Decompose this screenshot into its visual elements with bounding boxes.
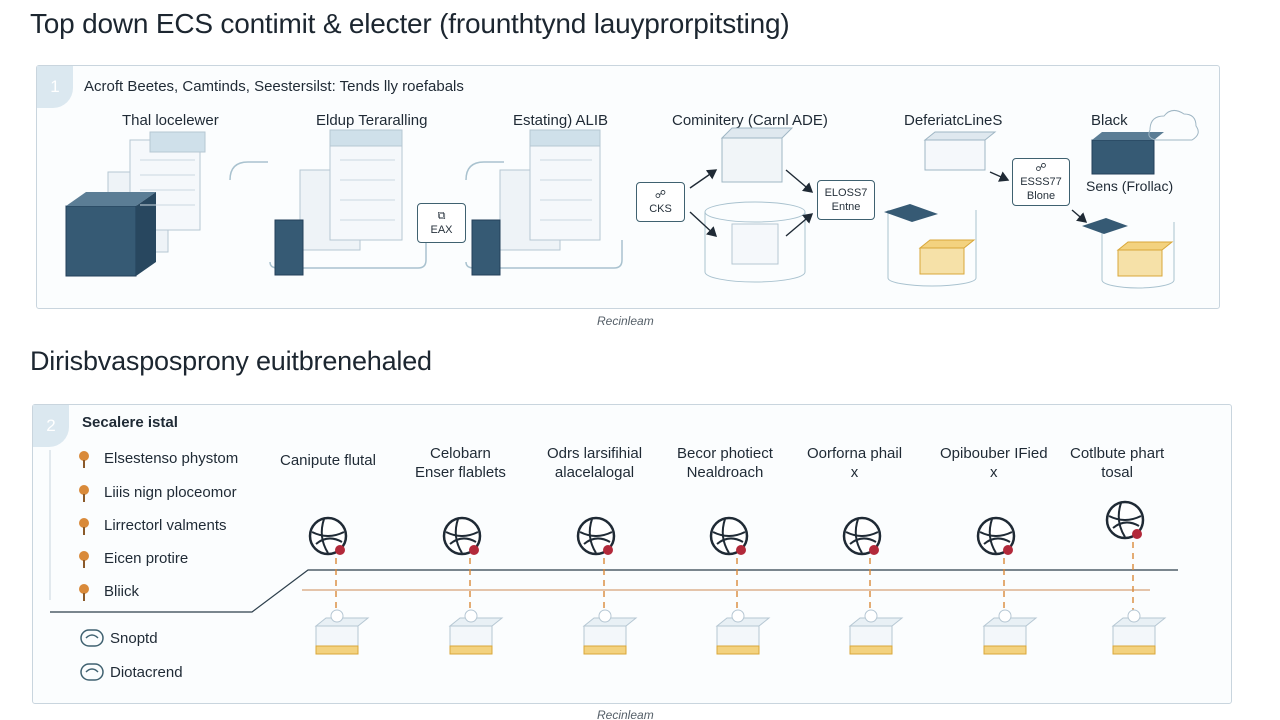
package-icon bbox=[448, 609, 504, 655]
list-item: Elsestenso phystom bbox=[104, 450, 239, 467]
distribution-panel bbox=[32, 404, 1232, 704]
entne-node-label: Entne bbox=[831, 201, 861, 213]
label-sens: Sens (Frollac) bbox=[1086, 178, 1174, 194]
package-icon bbox=[314, 609, 370, 655]
cks-node-icon: ☍ bbox=[654, 189, 667, 201]
panel2-heading: Secalere istal bbox=[82, 414, 178, 431]
globe-icon bbox=[709, 516, 749, 556]
package-icon bbox=[1111, 609, 1167, 655]
package-icon bbox=[715, 609, 771, 655]
diagram-title: Top down ECS contimit & electer (frounth… bbox=[30, 8, 790, 39]
panel2-caption: Recinleam bbox=[597, 708, 654, 720]
eax-node[interactable]: ⧉ EAX bbox=[417, 203, 466, 243]
package-icon bbox=[582, 609, 638, 655]
list-item: Bliick bbox=[104, 583, 140, 600]
label-setup: Eldup Teraralling bbox=[316, 112, 428, 129]
section-title: Dirisbvasposprony euitbrenehaled bbox=[30, 346, 432, 376]
panel1-subtitle: Acroft Beetes, Camtinds, Seestersilst: T… bbox=[84, 78, 464, 95]
panel1-caption: Recinleam bbox=[597, 314, 654, 328]
step-badge-2: 2 bbox=[33, 405, 69, 447]
entne-node-top: ELOSS7 bbox=[824, 187, 868, 199]
list-item: Eicen protire bbox=[104, 550, 189, 567]
eax-node-label: EAX bbox=[430, 224, 453, 236]
label-community: Cominitery (Carnl ADE) bbox=[672, 112, 828, 129]
package-icon bbox=[982, 609, 1038, 655]
list-item: Lirrectorl valments bbox=[104, 517, 227, 534]
globe-icon bbox=[576, 516, 616, 556]
legend-item: Snoptd bbox=[110, 630, 158, 647]
eax-node-icon: ⧉ bbox=[437, 210, 446, 222]
package-icon bbox=[848, 609, 904, 655]
list-item: Liiis nign ploceomor bbox=[104, 484, 237, 501]
column-label: Canipute flutal bbox=[280, 452, 376, 469]
label-existing: Estating) ALIB bbox=[513, 112, 609, 129]
globe-icon bbox=[976, 516, 1016, 556]
step-badge-1: 1 bbox=[37, 66, 73, 108]
globe-icon bbox=[442, 516, 482, 556]
cks-node-label: CKS bbox=[649, 203, 672, 215]
legend-item: Diotacrend bbox=[110, 664, 183, 681]
blone-node-icon: ☍ bbox=[1035, 162, 1047, 174]
label-deferential: DeferiatcLineS bbox=[904, 112, 1003, 129]
pin-icon bbox=[79, 518, 89, 535]
label-load-balancer: Thal locelewer bbox=[122, 112, 219, 129]
globe-icon bbox=[1105, 500, 1145, 540]
globe-icon bbox=[308, 516, 348, 556]
pin-icon bbox=[79, 485, 89, 502]
pin-icon bbox=[79, 551, 89, 568]
entne-node[interactable]: ELOSS7 Entne bbox=[817, 180, 875, 220]
cks-node[interactable]: ☍ CKS bbox=[636, 182, 685, 222]
pin-icon bbox=[79, 451, 89, 468]
storage-left bbox=[884, 131, 997, 287]
blone-node[interactable]: ☍ ESSS77 Blone bbox=[1012, 158, 1070, 206]
server-stack-3 bbox=[471, 129, 601, 276]
globe-icon bbox=[842, 516, 882, 556]
storage-right bbox=[1082, 110, 1199, 289]
pin-icon bbox=[79, 584, 89, 601]
server-stack-2 bbox=[274, 129, 403, 276]
server-stack-1 bbox=[65, 131, 206, 277]
blone-node-top: ESSS77 bbox=[1020, 176, 1062, 188]
label-black: Black bbox=[1091, 112, 1128, 129]
blone-node-label: Blone bbox=[1026, 190, 1056, 202]
central-node bbox=[704, 127, 806, 283]
